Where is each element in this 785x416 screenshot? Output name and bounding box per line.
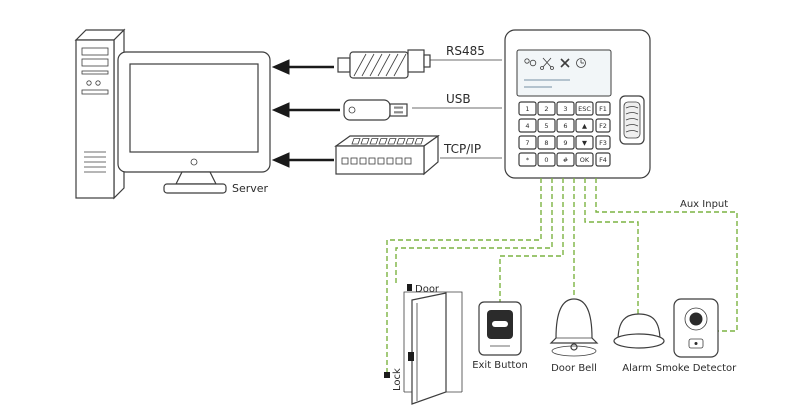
wire-door-sensor: [395, 178, 553, 286]
server-tower: [74, 28, 126, 200]
drive-bay: [81, 58, 109, 67]
door: [384, 284, 463, 405]
wire-lock: [386, 178, 542, 376]
wire-alarm: [584, 178, 639, 315]
usb-dongle: [343, 99, 408, 121]
keypad-key: 6: [563, 122, 567, 130]
wire-exit-button: [499, 178, 564, 302]
aux-input-label: Aux Input: [680, 199, 728, 210]
door-label: Door: [415, 284, 440, 295]
users-icon: [524, 58, 537, 67]
server-label: Server: [232, 182, 269, 195]
scissors-icon: [540, 57, 554, 70]
alarm-device: [613, 313, 665, 349]
arrow-usb-to-server: [271, 102, 340, 118]
reset-button: [95, 80, 101, 86]
smoke-detector-label: Smoke Detector: [656, 363, 737, 374]
drive-bay: [81, 47, 109, 56]
monitor-base: [163, 183, 227, 194]
power-button: [86, 80, 92, 86]
close-icon: [560, 58, 570, 68]
clock-icon: [576, 58, 586, 68]
keypad-key: OK: [580, 156, 590, 164]
alarm-label: Alarm: [622, 363, 651, 374]
monitor: [117, 51, 271, 194]
keypad-key: 8: [544, 139, 548, 147]
lock-label: Lock: [392, 368, 403, 391]
rs485-label: RS485: [446, 44, 485, 58]
keypad-fkey: F1: [599, 105, 607, 113]
door-bell-label: Door Bell: [551, 363, 597, 374]
door-lock: [408, 352, 414, 361]
exit-button-device: [478, 301, 522, 356]
lock-terminal: [384, 372, 390, 378]
usb-label: USB: [446, 92, 471, 106]
monitor-power-led: [190, 158, 198, 166]
arrow-tcpip-to-server: [271, 152, 334, 168]
door-bell-device: [549, 298, 599, 357]
keypad-key: 5: [544, 122, 548, 130]
tcpip-label: TCP/IP: [443, 142, 481, 156]
keypad-fkey: F2: [599, 122, 607, 130]
keypad-key: ▼: [582, 139, 587, 147]
floppy-slot: [81, 70, 109, 75]
keypad: 1 2 3 ESC F1 4 5 6 ▲ F2 7 8 9 ▼ F3 * 0 #…: [518, 101, 611, 167]
access-control-panel: 1 2 3 ESC F1 4 5 6 ▲ F2 7 8 9 ▼ F3 * 0 #…: [504, 29, 651, 179]
door-frame: [403, 291, 463, 392]
wiring: [386, 178, 738, 376]
keypad-key: 2: [544, 105, 548, 113]
door-sensor-marker: [407, 284, 412, 291]
exit-button-label: Exit Button: [472, 360, 528, 371]
keypad-fkey: F4: [599, 156, 607, 164]
keypad-key: 1: [525, 105, 529, 113]
keypad-key: ▲: [582, 122, 587, 130]
smoke-detector-device: [673, 298, 719, 358]
keypad-key: 4: [525, 122, 529, 130]
keypad-key: 7: [525, 139, 529, 147]
rs485-converter: [337, 49, 431, 79]
keypad-key: #: [563, 156, 568, 164]
monitor-screen: [129, 63, 259, 153]
network-switch: [334, 134, 440, 176]
keypad-key: *: [526, 156, 530, 164]
panel-display: [516, 49, 612, 97]
keypad-fkey: F3: [599, 139, 607, 147]
arrow-rs485-to-server: [271, 59, 334, 75]
monitor-stand: [175, 171, 217, 185]
bell-clapper: [570, 343, 578, 351]
wire-aux-smoke-detector: [595, 178, 738, 332]
keypad-key: 9: [563, 139, 567, 147]
keypad-key: 3: [563, 105, 567, 113]
keypad-key: 0: [544, 156, 548, 164]
door-leaf: [411, 292, 447, 405]
fingerprint-sensor: [619, 95, 645, 145]
smoke-sensor: [689, 312, 703, 326]
keypad-key: ESC: [578, 105, 591, 113]
